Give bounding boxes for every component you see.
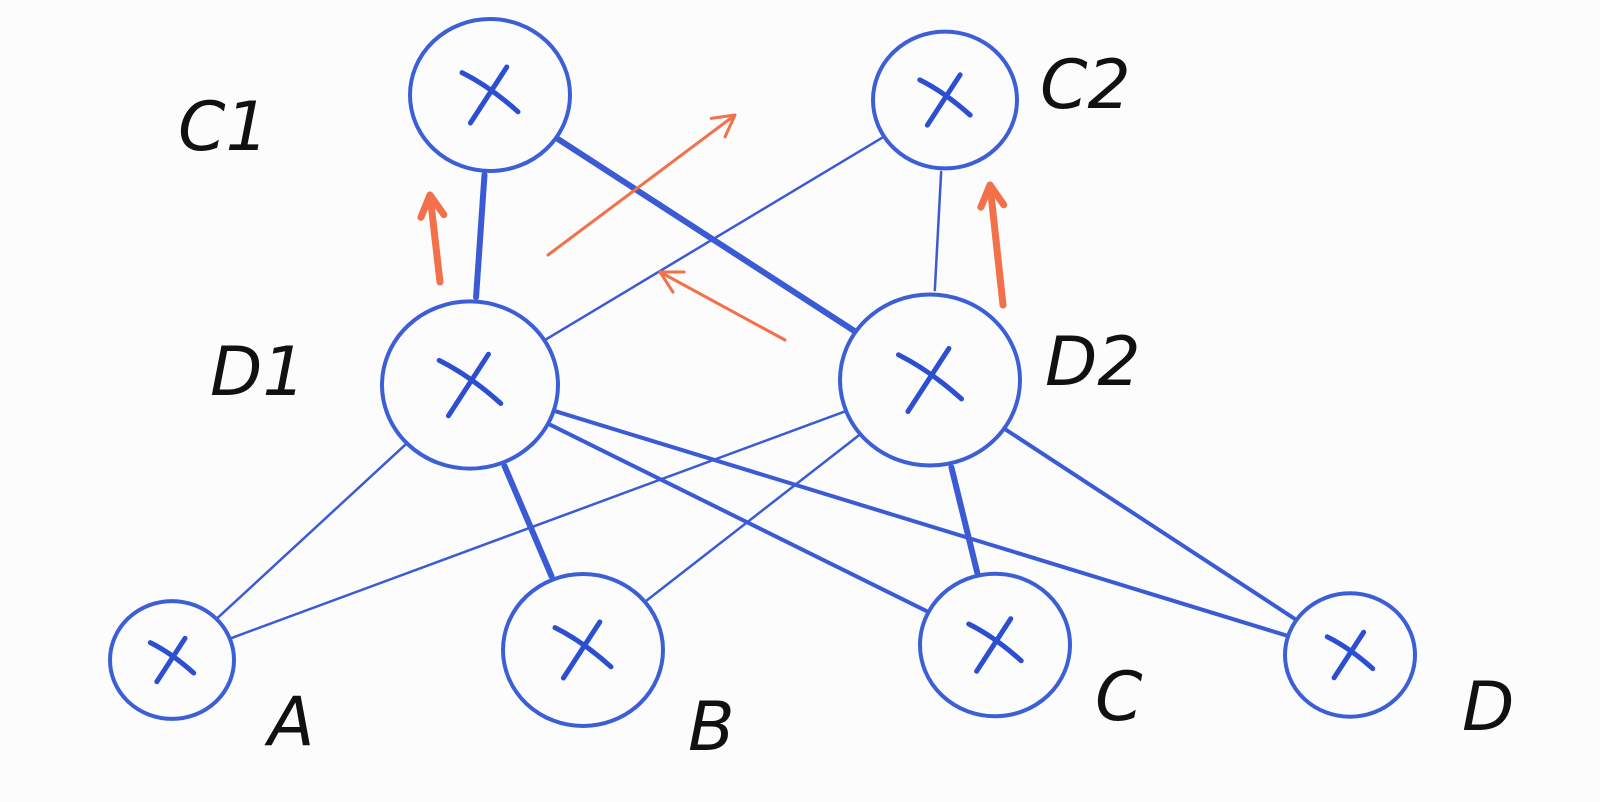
node-C2 [871, 29, 1019, 171]
node-circle [380, 299, 560, 471]
node-circle [871, 29, 1019, 171]
edge-B-D2 [644, 434, 861, 603]
edge-A-D1 [216, 443, 407, 620]
label-C2: C2 [1040, 46, 1131, 125]
node-circle [108, 599, 236, 721]
labels: C1 C2 D1 D2 A B C D [178, 46, 1514, 767]
label-D: D [1462, 668, 1514, 747]
node-A [108, 599, 236, 721]
node-B [501, 572, 665, 728]
cross-icon [966, 616, 1024, 674]
arrow-D2-C1 [658, 270, 787, 342]
node-C1 [408, 17, 572, 173]
label-A: A [264, 683, 315, 762]
node-circle [838, 292, 1022, 468]
cross-icon [896, 346, 964, 414]
cross-icon [459, 64, 521, 126]
edge-D2-C2 [933, 170, 943, 292]
edge-B-D1 [501, 462, 555, 580]
cross-icon [917, 72, 973, 128]
label-D1: D1 [210, 333, 306, 412]
node-C [918, 571, 1072, 719]
edge-C-D2 [948, 464, 981, 576]
nodes [108, 17, 1417, 728]
edge-D-D2 [1003, 427, 1298, 622]
cross-icon [436, 351, 504, 419]
edge-D1-C1 [473, 171, 488, 301]
edge-C-D1 [546, 422, 930, 614]
node-circle [1283, 591, 1417, 719]
edge-D2-C1 [554, 135, 858, 335]
gradient-arrows [417, 113, 1008, 342]
cross-icon [552, 619, 614, 681]
label-B: B [688, 688, 735, 767]
label-C1: C1 [178, 88, 269, 167]
arrow-D2-C2 [977, 181, 1008, 309]
cross-icon [147, 635, 197, 685]
edges [216, 135, 1298, 640]
edge-A-D2 [228, 409, 847, 640]
arrow-D1-C1 [417, 191, 448, 286]
edge-D-D1 [552, 408, 1290, 638]
cross-icon [1324, 629, 1376, 681]
node-D [1283, 591, 1417, 719]
node-circle [501, 572, 665, 728]
node-D1 [380, 299, 560, 471]
node-D2 [838, 292, 1022, 468]
node-circle [408, 17, 572, 173]
label-D2: D2 [1045, 323, 1141, 402]
node-circle [918, 571, 1072, 719]
arrow-D1-C2 [546, 113, 737, 257]
label-C: C [1095, 658, 1143, 737]
